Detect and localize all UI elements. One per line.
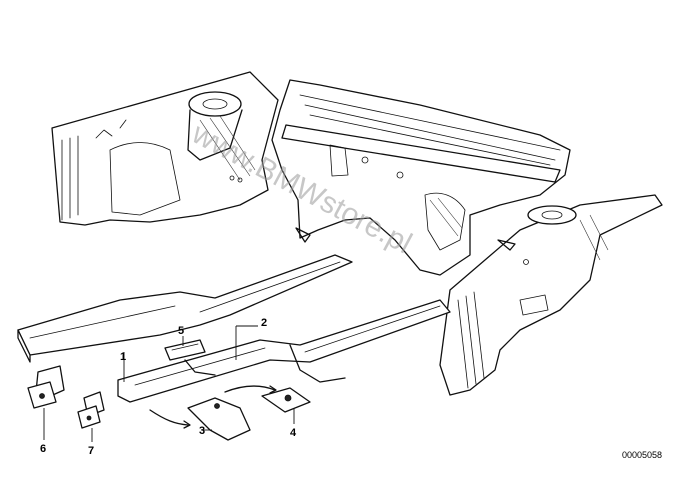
callout-6: 6 <box>40 443 46 455</box>
left-wheel-arch <box>51 71 279 226</box>
longitudinal-members <box>17 254 451 403</box>
reference-number: 00005058 <box>622 450 662 460</box>
bracket-6 <box>27 365 65 409</box>
callout-3: 3 <box>199 425 205 437</box>
right-wheel-arch <box>439 194 663 396</box>
callout-7: 7 <box>88 445 94 457</box>
mounting-plate-4 <box>224 385 311 413</box>
callout-4: 4 <box>290 427 297 439</box>
callout-5: 5 <box>178 325 184 337</box>
reinforcement-plate-5 <box>164 339 206 361</box>
bracket-7 <box>77 391 105 429</box>
callout-2: 2 <box>261 317 267 329</box>
callout-1: 1 <box>120 351 126 363</box>
leader-lines <box>43 325 295 442</box>
firewall-cowl <box>229 79 571 276</box>
support-bracket-3 <box>149 397 251 441</box>
